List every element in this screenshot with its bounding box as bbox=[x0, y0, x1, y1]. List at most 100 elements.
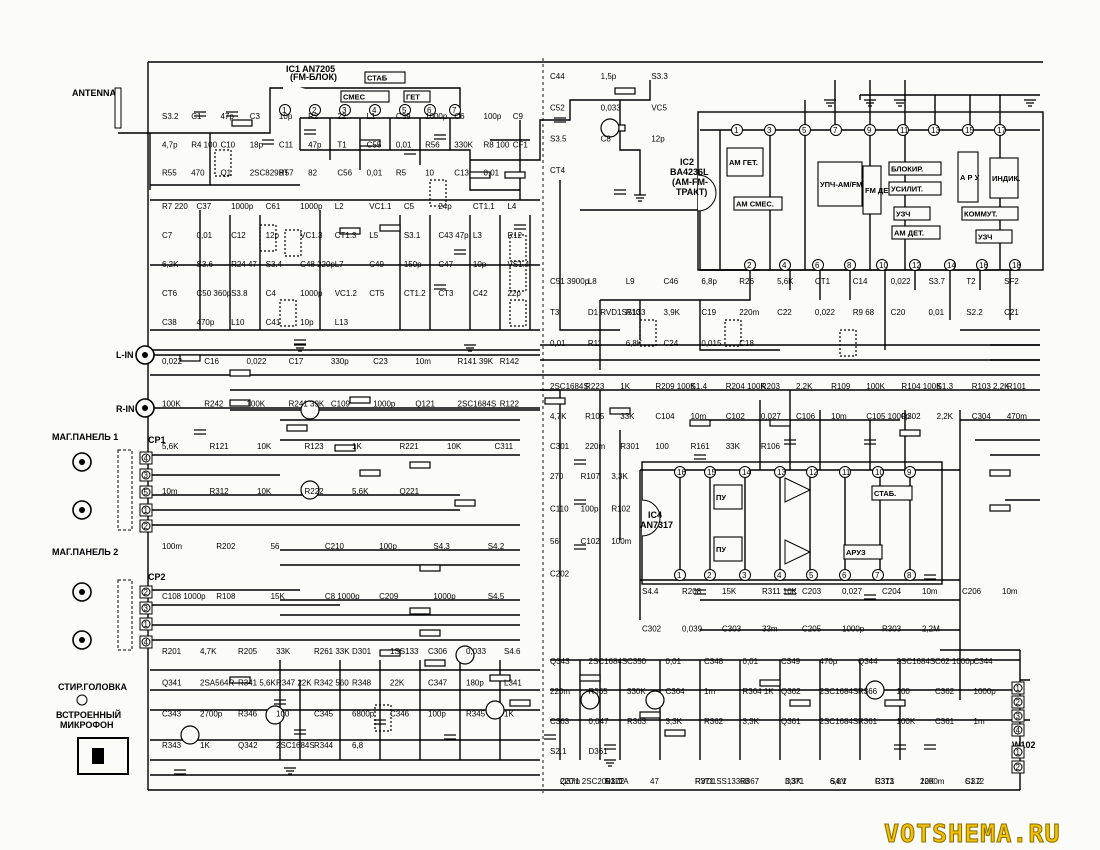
component-value-label: 4,7p bbox=[162, 140, 178, 149]
component-value-label: 100 bbox=[276, 710, 290, 719]
wire bbox=[149, 133, 300, 190]
component-value-label: C48 220p bbox=[300, 260, 335, 269]
component-value-label: CT3 bbox=[438, 289, 454, 298]
ic-pin-number: 9 bbox=[907, 468, 912, 477]
component-value-label: 220m bbox=[585, 442, 605, 451]
block-label: СТАБ bbox=[367, 74, 388, 83]
component-value-label: 3,3K bbox=[743, 717, 760, 726]
component-value-label: C104 bbox=[655, 412, 675, 421]
ic-pin-number: 8 bbox=[907, 571, 912, 580]
resistor bbox=[579, 674, 601, 682]
component-value-label: L4 bbox=[507, 202, 516, 211]
component-value-label: 10p bbox=[300, 318, 314, 327]
ic2-label: IC2 bbox=[680, 157, 694, 167]
connector-pin-number: 2 bbox=[144, 588, 149, 597]
ic-pin-number: 6 bbox=[842, 571, 847, 580]
component-value-label: R11 bbox=[588, 339, 603, 348]
ground-symbol bbox=[464, 344, 476, 352]
component-value-label: 1000p bbox=[425, 112, 448, 121]
ground-symbol bbox=[294, 344, 306, 352]
component-value-label: S4.6 bbox=[504, 647, 521, 656]
resistor bbox=[664, 729, 686, 737]
ic-pin bbox=[704, 569, 716, 581]
component-value-label: C9 bbox=[513, 112, 524, 121]
component-value-label: C202 bbox=[550, 570, 570, 579]
ic-pin-number: 7 bbox=[833, 126, 838, 135]
block-label: ИНДИК. bbox=[992, 174, 1020, 183]
component-value-label: 470p bbox=[197, 318, 215, 327]
component-value-label: R121 bbox=[210, 442, 230, 451]
component-value-label: R142 bbox=[500, 357, 520, 366]
ic-pin bbox=[744, 259, 756, 271]
ic-pin-number: 6 bbox=[815, 261, 820, 270]
component-value-label: Q342 bbox=[238, 741, 258, 750]
component-value-label: 0,01 bbox=[367, 169, 383, 178]
component-value-label: C306 bbox=[428, 647, 448, 656]
component-value-label: C39 bbox=[396, 112, 411, 121]
connector-pin-ring bbox=[1013, 683, 1023, 693]
component-value-label: R24 47 bbox=[231, 260, 257, 269]
transistor bbox=[300, 480, 320, 500]
component-value-label: C7 bbox=[162, 231, 173, 240]
ic-pin-number: 3 bbox=[342, 106, 347, 115]
components bbox=[174, 87, 1036, 775]
connector-pin-ring bbox=[141, 521, 151, 531]
block-label: АРУЗ bbox=[846, 548, 866, 557]
component-value-label: C301 bbox=[550, 442, 570, 451]
ic-pin-number: 9 bbox=[867, 126, 872, 135]
component-value-label: R241 39K bbox=[289, 400, 325, 409]
component-value-label: 0,015 bbox=[701, 339, 722, 348]
component-value-label: 5,6K bbox=[162, 442, 179, 451]
connector-pin-number: 1 bbox=[144, 620, 149, 629]
component-value-label: C350 bbox=[627, 657, 647, 666]
component-value-label: 2SC1684S bbox=[820, 687, 859, 696]
jack-rin-core bbox=[142, 405, 148, 411]
ground-symbol bbox=[604, 759, 616, 767]
component-value-label: C55 bbox=[367, 140, 382, 149]
ic-pin bbox=[872, 466, 884, 478]
resistor bbox=[409, 461, 431, 469]
ic-pin-number: 13 bbox=[931, 126, 940, 135]
component-value-label: 0,01 bbox=[743, 657, 759, 666]
connector-pin-ring bbox=[141, 637, 151, 647]
component-value-label: 5,6K bbox=[352, 487, 369, 496]
component-value-label: 33m bbox=[762, 625, 778, 634]
component-value-label: C343 bbox=[162, 710, 182, 719]
resistor bbox=[231, 119, 253, 127]
component-value-label: Q341 bbox=[162, 678, 182, 687]
component-value-label: R109 bbox=[831, 382, 851, 391]
connector-pin-ring bbox=[141, 619, 151, 629]
component-value-label: 2SC1684S bbox=[820, 717, 859, 726]
component-value-label: C21 bbox=[1004, 308, 1019, 317]
block-stab_top bbox=[364, 71, 406, 84]
component-value-label: 0,01 bbox=[396, 140, 412, 149]
component-value-label: C50 360p bbox=[197, 289, 232, 298]
ic-pin-number: 10 bbox=[875, 468, 884, 477]
component-value-label: S1.1 bbox=[605, 777, 622, 786]
resistor bbox=[424, 659, 446, 667]
resistor bbox=[759, 679, 781, 687]
resistor bbox=[379, 649, 401, 657]
component-value-label: 2SC1684S bbox=[550, 382, 589, 391]
antenna-symbol bbox=[114, 87, 122, 129]
component-value-label: C347 bbox=[428, 678, 448, 687]
component-value-label: C41 bbox=[266, 318, 281, 327]
ic-pin bbox=[812, 259, 824, 271]
component-value-label: C349 bbox=[781, 657, 801, 666]
component-value-label: C362 bbox=[935, 687, 955, 696]
frame-wire bbox=[147, 61, 1043, 791]
component-value-label: D1 RVD1SS133 bbox=[588, 308, 646, 317]
component-value-label: C44 bbox=[550, 72, 565, 81]
microphone-label: МИКРОФОН bbox=[60, 720, 114, 730]
component-value-label: 0,01 bbox=[666, 657, 682, 666]
ic4-body bbox=[641, 461, 943, 585]
mag-panel-1-label: МАГ.ПАНЕЛЬ 1 bbox=[52, 432, 118, 442]
component-value-label: S3.8 bbox=[231, 289, 248, 298]
component-value-label: 56 bbox=[550, 537, 559, 546]
ic-pin-number: 1 bbox=[282, 106, 287, 115]
component-value-label: R343 bbox=[162, 741, 182, 750]
resistor bbox=[789, 699, 811, 707]
transistor bbox=[265, 705, 285, 725]
transistor bbox=[600, 118, 620, 138]
